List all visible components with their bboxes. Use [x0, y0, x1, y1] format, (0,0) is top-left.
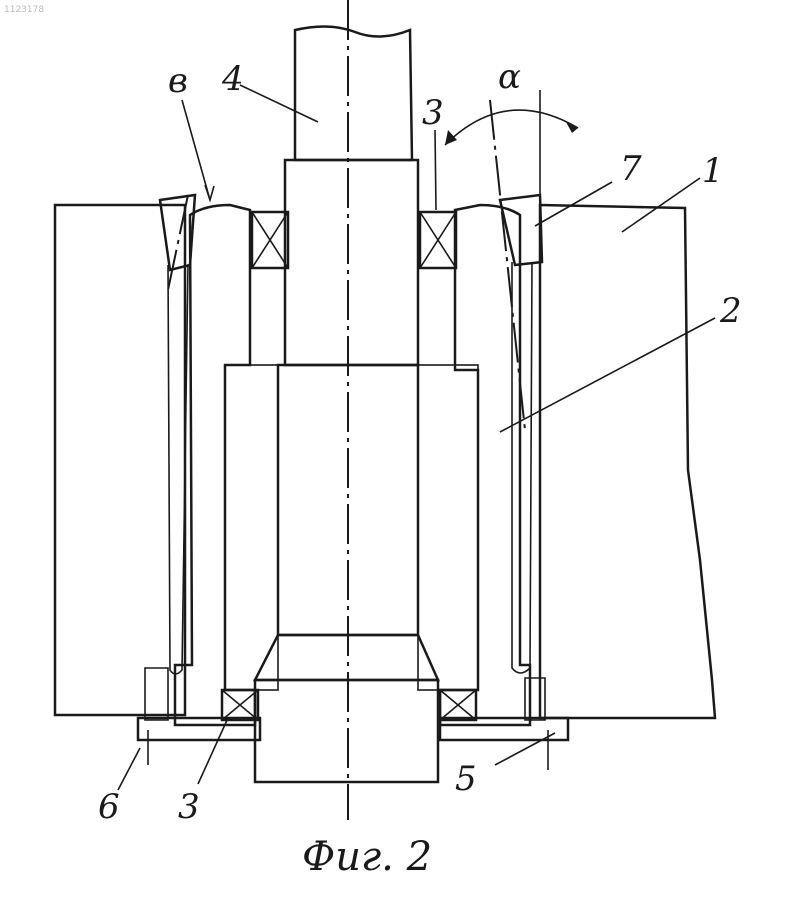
scan-mark: 1123178 [4, 5, 44, 15]
label-5: 5 [455, 759, 477, 799]
shaft [225, 26, 478, 782]
housing-body [55, 205, 715, 718]
leaders [118, 85, 715, 790]
bearing-bottom-right [440, 690, 476, 720]
sleeve [175, 205, 530, 725]
label-3-bottom: 3 [178, 787, 200, 827]
figure-caption: Фиг. 2 [302, 834, 432, 880]
label-3-top: 3 [422, 93, 444, 133]
label-6: 6 [98, 787, 120, 827]
label-alpha: α [498, 57, 521, 97]
label-7: 7 [620, 149, 642, 189]
label-b: в [168, 61, 188, 101]
label-2: 2 [719, 291, 742, 331]
angle-alpha [445, 110, 578, 145]
bearing-bottom-left [222, 690, 258, 720]
bearing-top-right [420, 212, 456, 268]
label-1: 1 [702, 151, 724, 191]
bearing-top-left [252, 212, 288, 268]
label-4: 4 [221, 59, 244, 99]
